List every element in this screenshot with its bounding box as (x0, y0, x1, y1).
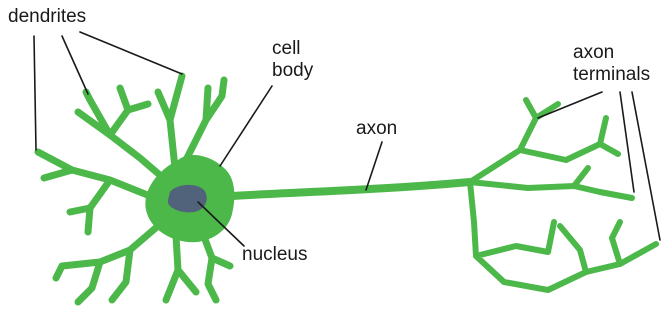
leader-cell-body (220, 86, 272, 166)
leader-axon-terminals-b (620, 92, 634, 192)
dendrite-lower-left (56, 226, 158, 302)
nucleus (168, 185, 207, 212)
dendrite-upper-left (78, 88, 168, 182)
axon-terminals-label: axon terminals (573, 42, 650, 86)
leader-dendrites-a (34, 36, 36, 150)
leader-dendrites-c (80, 32, 182, 74)
cell-body-label-line1: cell (272, 38, 313, 60)
dendrite-left (38, 152, 150, 232)
leader-lines (34, 32, 660, 246)
axon-label: axon (356, 118, 397, 140)
axon-terminals-label-line2: terminals (573, 64, 650, 86)
leader-axon-terminals-a (538, 92, 602, 118)
cell-body-label: cell body (272, 38, 313, 82)
nucleus-label: nucleus (242, 244, 308, 266)
axon-shaft (232, 182, 470, 196)
leader-axon-terminals-c (632, 92, 660, 240)
dendrite-top-center (158, 76, 224, 168)
dendrites-label: dendrites (8, 6, 86, 28)
axon-terminals-label-line1: axon (573, 42, 650, 64)
leader-axon (366, 142, 382, 190)
axon-terminal-branches (470, 100, 656, 290)
leader-dendrites-b (62, 36, 88, 94)
cell-body-label-line2: body (272, 60, 313, 82)
